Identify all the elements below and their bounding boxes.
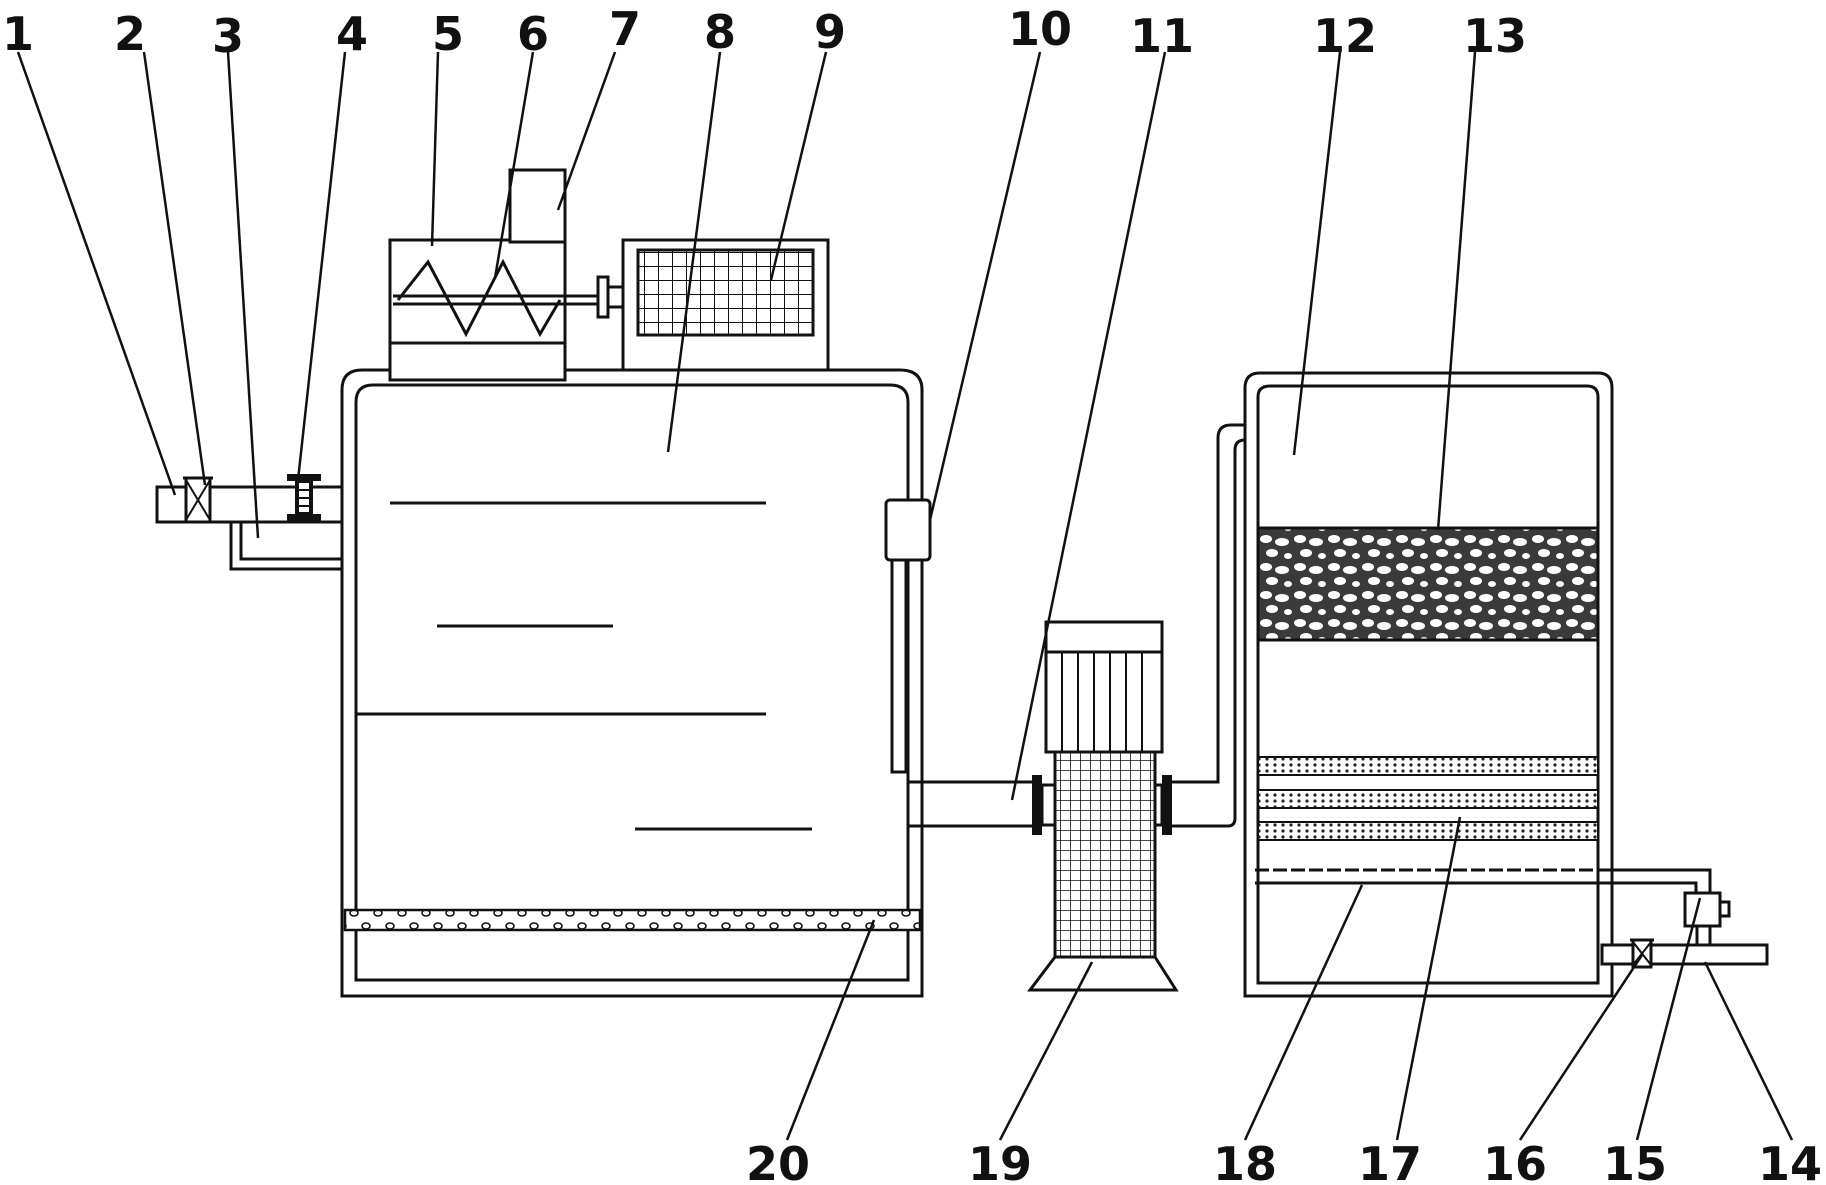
feed-hopper	[508, 168, 567, 244]
label-11: 11	[1130, 9, 1194, 63]
outlet-pipe	[908, 423, 1246, 828]
pump-motor-cap	[1044, 620, 1164, 656]
fine-filter-layer-top	[1257, 756, 1599, 776]
pump-screen	[1053, 750, 1157, 959]
distribution-pipe	[1255, 868, 1712, 895]
reaction-tank	[340, 368, 924, 998]
motor-grille	[636, 248, 815, 337]
label-1: 1	[2, 7, 34, 61]
label-16: 16	[1483, 1137, 1547, 1185]
label-10: 10	[1008, 2, 1072, 56]
label-18: 18	[1213, 1137, 1277, 1185]
label-20: 20	[746, 1137, 810, 1185]
pump-flange-left	[1032, 775, 1042, 835]
screw-conveyor	[393, 258, 600, 338]
fine-filter-layer-mid	[1257, 789, 1599, 809]
overflow-pipe	[884, 498, 932, 774]
level-sensor	[884, 498, 932, 562]
label-17: 17	[1358, 1137, 1422, 1185]
pump-base	[1026, 955, 1179, 992]
leader-lines	[16, 51, 1794, 1141]
drain-pump	[1683, 891, 1731, 945]
bottom-filter-layer	[343, 908, 922, 932]
label-15: 15	[1603, 1137, 1667, 1185]
dosing-branch	[229, 522, 342, 571]
label-13: 13	[1463, 9, 1527, 63]
pump-flange-right	[1162, 775, 1172, 835]
pump	[1026, 620, 1179, 992]
label-9: 9	[814, 5, 846, 59]
gravel-filter-layer	[1256, 526, 1600, 642]
label-7: 7	[609, 2, 641, 56]
drain-valve	[1630, 938, 1654, 969]
label-4: 4	[336, 7, 368, 61]
label-14: 14	[1758, 1137, 1822, 1185]
filter-tank	[1243, 371, 1614, 998]
fine-filter-layer-bottom	[1257, 821, 1599, 841]
pump-motor-body	[1044, 650, 1164, 754]
label-3: 3	[212, 9, 244, 63]
label-19: 19	[968, 1137, 1032, 1185]
label-6: 6	[517, 7, 549, 61]
flow-meter	[287, 474, 321, 521]
label-8: 8	[704, 5, 736, 59]
label-5: 5	[432, 7, 464, 61]
label-2: 2	[114, 7, 146, 61]
label-12: 12	[1313, 9, 1377, 63]
